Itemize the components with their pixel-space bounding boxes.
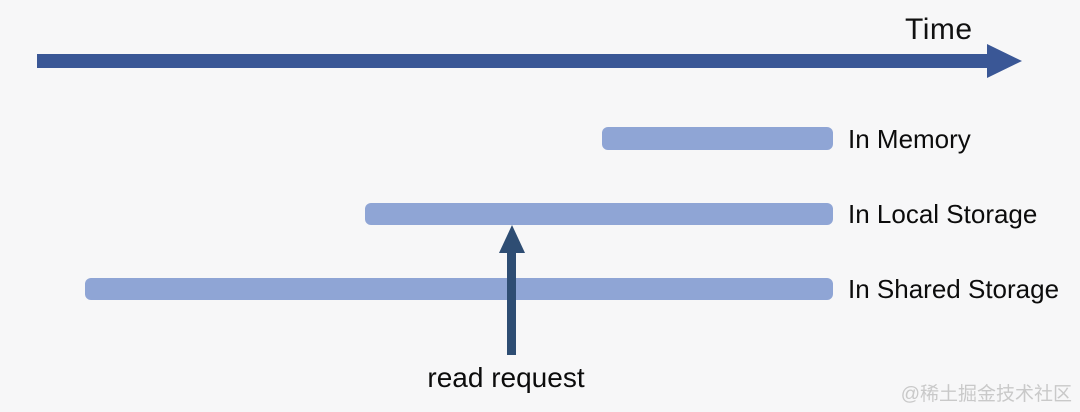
bar-label-in-memory: In Memory — [848, 124, 971, 154]
read-request-arrow-shaft — [507, 251, 516, 355]
bar-in-local-storage — [365, 203, 833, 225]
watermark: @稀土掘金技术社区 — [900, 384, 1072, 405]
time-axis-arrowhead-icon — [987, 44, 1022, 78]
time-axis-label: Time — [905, 13, 973, 46]
bar-in-shared-storage — [85, 278, 833, 300]
time-axis-line — [37, 54, 987, 68]
read-request-label: read request — [427, 362, 585, 393]
bar-label-in-shared-storage: In Shared Storage — [848, 274, 1060, 304]
read-request-arrowhead-icon — [499, 225, 525, 253]
bar-in-memory — [602, 127, 833, 150]
bar-label-in-local-storage: In Local Storage — [848, 199, 1038, 229]
